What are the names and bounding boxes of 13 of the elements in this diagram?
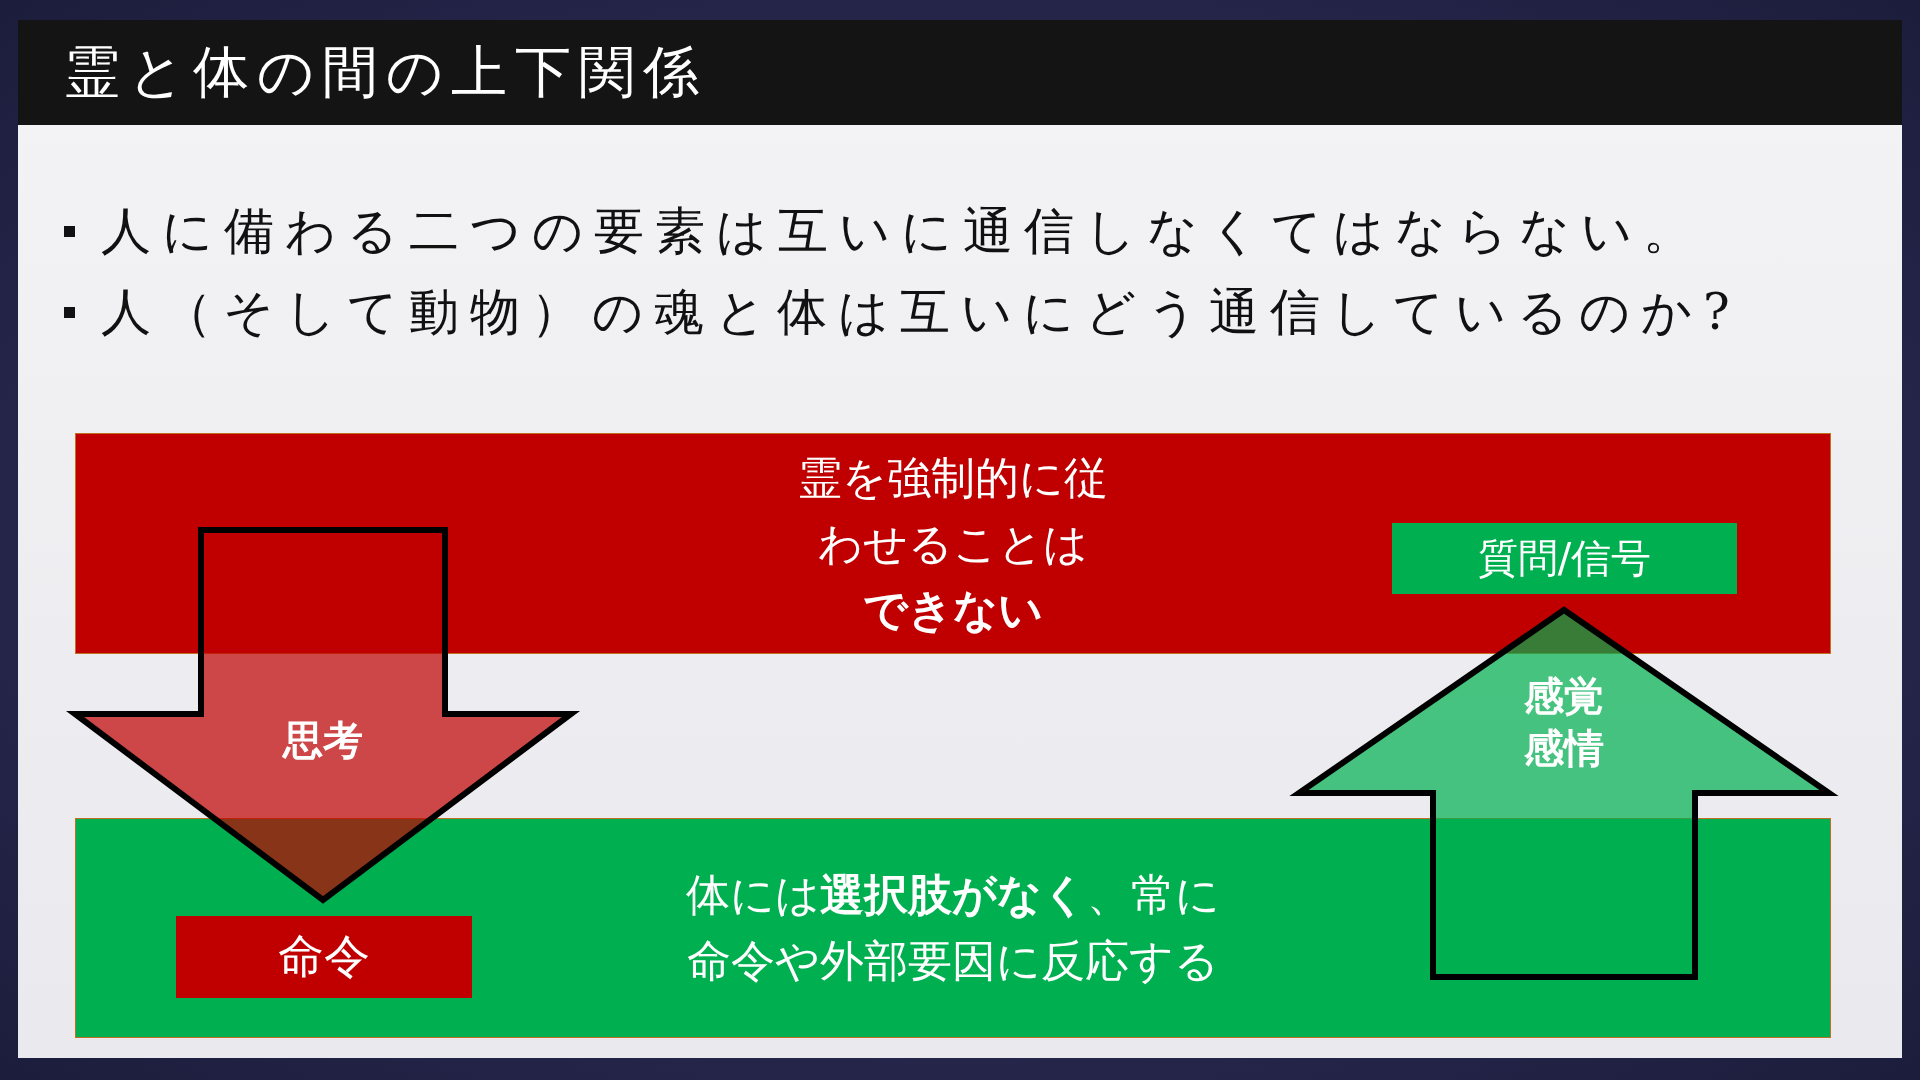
band-text: 体には選択肢がなく、常に命令や外部要因に反応する [685, 868, 1221, 988]
edge-label: 思考 [281, 716, 364, 765]
band-text: 霊を強制的に従わせることは [797, 450, 1109, 571]
bullet-text: 人（そして動物）の魂と体は互いにどう通信しているのか? [101, 282, 1741, 343]
label-box: 質問/信号 [1392, 523, 1737, 594]
title: 霊と体の間の上下関係 [64, 37, 707, 106]
block-arrow [1289, 606, 1839, 980]
block-arrow [66, 527, 580, 904]
label-box: 命令 [176, 916, 472, 998]
edge-label: 感覚感情 [1523, 672, 1605, 773]
band-panel [75, 433, 1831, 654]
bullet-text: 人に備わる二つの要素は互いに通信しなくてはならない。 [101, 201, 1704, 262]
band-text: できない [863, 582, 1043, 637]
